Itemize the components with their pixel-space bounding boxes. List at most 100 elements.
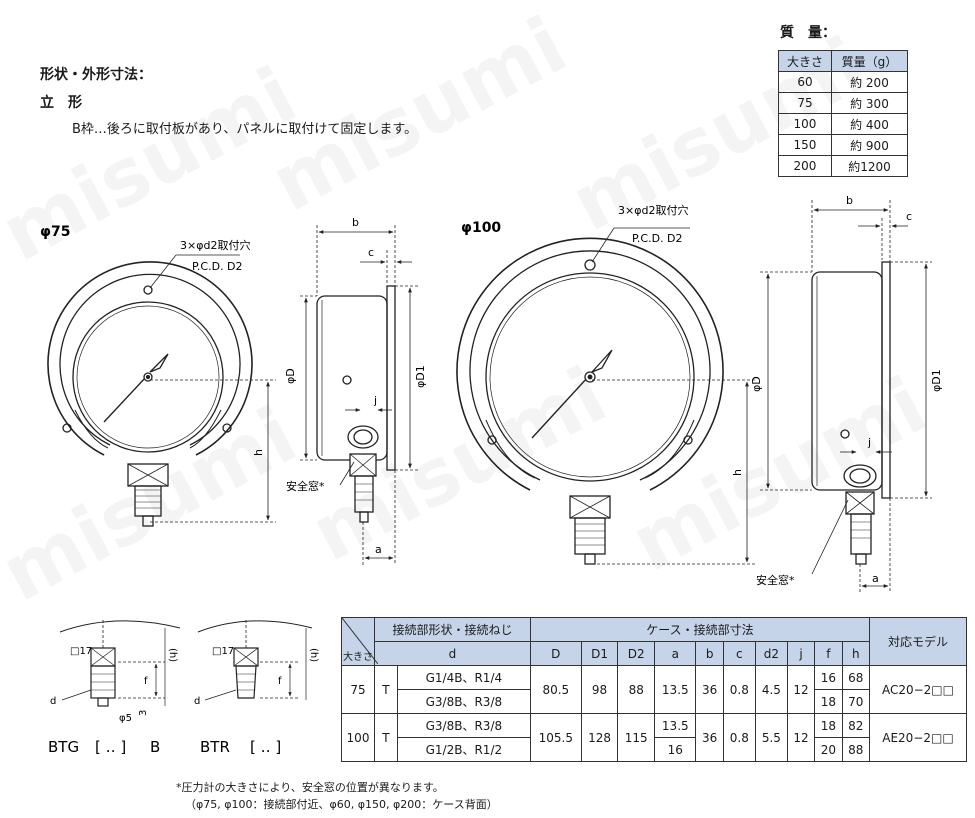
phi75-dimensions xyxy=(150,225,418,565)
note-line-2: （φ75, φ100：接続部付近、φ60, φ150, φ200：ケース背面） xyxy=(185,798,498,811)
spec-b: 36 xyxy=(695,713,724,762)
spec-a: 16 xyxy=(654,737,697,762)
phi100-dim-b: b xyxy=(846,194,853,207)
btg-phi-label: φ5 xyxy=(119,713,132,724)
phi75-dim-D: φD xyxy=(284,368,297,384)
spec-f: 18 xyxy=(814,689,843,714)
spec-thread: G1/4B、R1/4 xyxy=(396,665,531,690)
spec-a: 13.5 xyxy=(654,665,697,714)
spec-size: 75 xyxy=(341,665,375,714)
btr-square-label: □17 xyxy=(212,646,234,657)
spec-table: 大きさ 接続部形状・接続ねじ ケース・接続部寸法 対応モデル d D D1 D2… xyxy=(341,617,968,762)
spec-D2: 115 xyxy=(617,713,656,762)
phi100-side-view xyxy=(811,261,891,565)
phi75-dim-h: h xyxy=(252,449,265,456)
phi100-dim-j: j xyxy=(867,436,871,449)
note-line-1: *圧力計の大きさにより、安全窓の位置が異なります。 xyxy=(176,781,444,794)
spec-col-D2: D2 xyxy=(617,641,656,666)
spec-c: 0.8 xyxy=(722,713,756,762)
btg-label-a: BTG xyxy=(48,738,79,756)
spec-j: 12 xyxy=(786,665,816,714)
spec-f: 20 xyxy=(814,737,843,762)
phi75-dim-a: a xyxy=(375,543,382,556)
spec-col-b: b xyxy=(695,641,724,666)
btg-connector-detail xyxy=(59,620,181,707)
mass-header-size: 大きさ xyxy=(778,50,832,72)
btg-square-label: □17 xyxy=(70,646,92,657)
mass-value: 約 900 xyxy=(830,134,909,156)
frame-description: B枠…後ろに取付板があり、パネルに取付けて固定します。 xyxy=(72,122,418,137)
spec-h: 82 xyxy=(841,713,870,738)
btr-connector-detail xyxy=(197,620,313,701)
orientation-title: 立 形 xyxy=(40,95,82,111)
phi75-dim-j: j xyxy=(373,394,377,407)
spec-col-D1: D1 xyxy=(580,641,619,666)
mass-value: 約1200 xyxy=(830,155,909,177)
spec-D1: 128 xyxy=(580,713,619,762)
phi75-window-label: 安全窓* xyxy=(286,479,325,493)
spec-type: T xyxy=(374,713,398,762)
phi100-hole-leader xyxy=(591,227,615,263)
spec-col-d: d xyxy=(374,641,531,666)
phi75-front-view xyxy=(47,261,253,527)
spec-j: 12 xyxy=(786,713,816,762)
btr-label: BTR xyxy=(200,738,230,756)
phi75-dim-c: c xyxy=(368,246,374,259)
spec-header-model: 対応モデル xyxy=(868,617,968,666)
spec-col-f: f xyxy=(814,641,843,666)
table-row: G1/2B、R1/2 16 20 88 xyxy=(342,737,967,762)
spec-D: 105.5 xyxy=(529,713,582,762)
mass-value: 約 300 xyxy=(830,92,909,114)
spec-col-a: a xyxy=(654,641,697,666)
spec-type: T xyxy=(374,665,398,714)
btg-bracket: [ ‥ ] xyxy=(95,738,126,756)
phi75-hole-leader xyxy=(149,254,177,289)
mass-size: 200 xyxy=(778,155,832,177)
spec-thread: G1/2B、R1/2 xyxy=(396,737,531,762)
spec-d2: 4.5 xyxy=(754,665,788,714)
spec-b: 36 xyxy=(695,665,724,714)
btg-d-label: d xyxy=(50,696,56,707)
spec-D1: 98 xyxy=(580,665,619,714)
shape-title: 形状・外形寸法： xyxy=(40,67,152,83)
spec-size: 100 xyxy=(341,713,375,762)
spec-c: 0.8 xyxy=(722,665,756,714)
phi100-title: φ100 xyxy=(461,220,501,236)
spec-col-d2: d2 xyxy=(754,641,788,666)
table-row: 100 T G3/8B、R3/8 105.5 128 115 13.5 36 0… xyxy=(341,713,968,762)
spec-col-h: h xyxy=(841,641,870,666)
phi75-pcd-label: P.C.D. D2 xyxy=(192,260,243,273)
spec-thread: G3/8B、R3/8 xyxy=(396,689,531,714)
btr-h-label: (h) xyxy=(308,648,319,662)
phi100-window-label: 安全窓* xyxy=(756,573,795,587)
mass-header-mass: 質量（g） xyxy=(830,50,909,72)
spec-thread: G3/8B、R3/8 xyxy=(396,713,531,738)
phi100-dim-D: φD xyxy=(750,376,763,392)
spec-col-c: c xyxy=(722,641,756,666)
phi75-dim-b: b xyxy=(352,216,359,229)
spec-d2: 5.5 xyxy=(754,713,788,762)
phi75-title: φ75 xyxy=(40,224,70,240)
spec-f: 16 xyxy=(814,665,843,690)
phi100-dim-c: c xyxy=(906,210,912,223)
spec-h: 68 xyxy=(841,665,870,690)
phi75-dim-D1: φD1 xyxy=(414,365,427,388)
phi75-hole-label: 3×φd2取付穴 xyxy=(180,238,250,252)
phi100-dim-D1: φD1 xyxy=(930,369,943,392)
spec-col-j: j xyxy=(786,641,816,666)
table-row: G3/8B、R3/8 18 70 xyxy=(342,689,967,714)
spec-a: 13.5 xyxy=(654,713,697,738)
btg-h-label: (h) xyxy=(167,648,178,662)
spec-h: 88 xyxy=(841,737,870,762)
spec-corner: 大きさ xyxy=(341,617,378,666)
btg-3-label: 3 xyxy=(138,710,149,716)
table-row: 75 T G1/4B、R1/4 80.5 98 88 13.5 36 0.8 4… xyxy=(341,665,968,714)
spec-model: AC20−2□□ xyxy=(868,665,968,714)
mass-title: 質 量： xyxy=(780,25,836,41)
phi100-dimensions xyxy=(592,200,932,592)
spec-D: 80.5 xyxy=(529,665,582,714)
btr-bracket: [ ‥ ] xyxy=(250,738,281,756)
corner-diagonal xyxy=(342,618,378,664)
